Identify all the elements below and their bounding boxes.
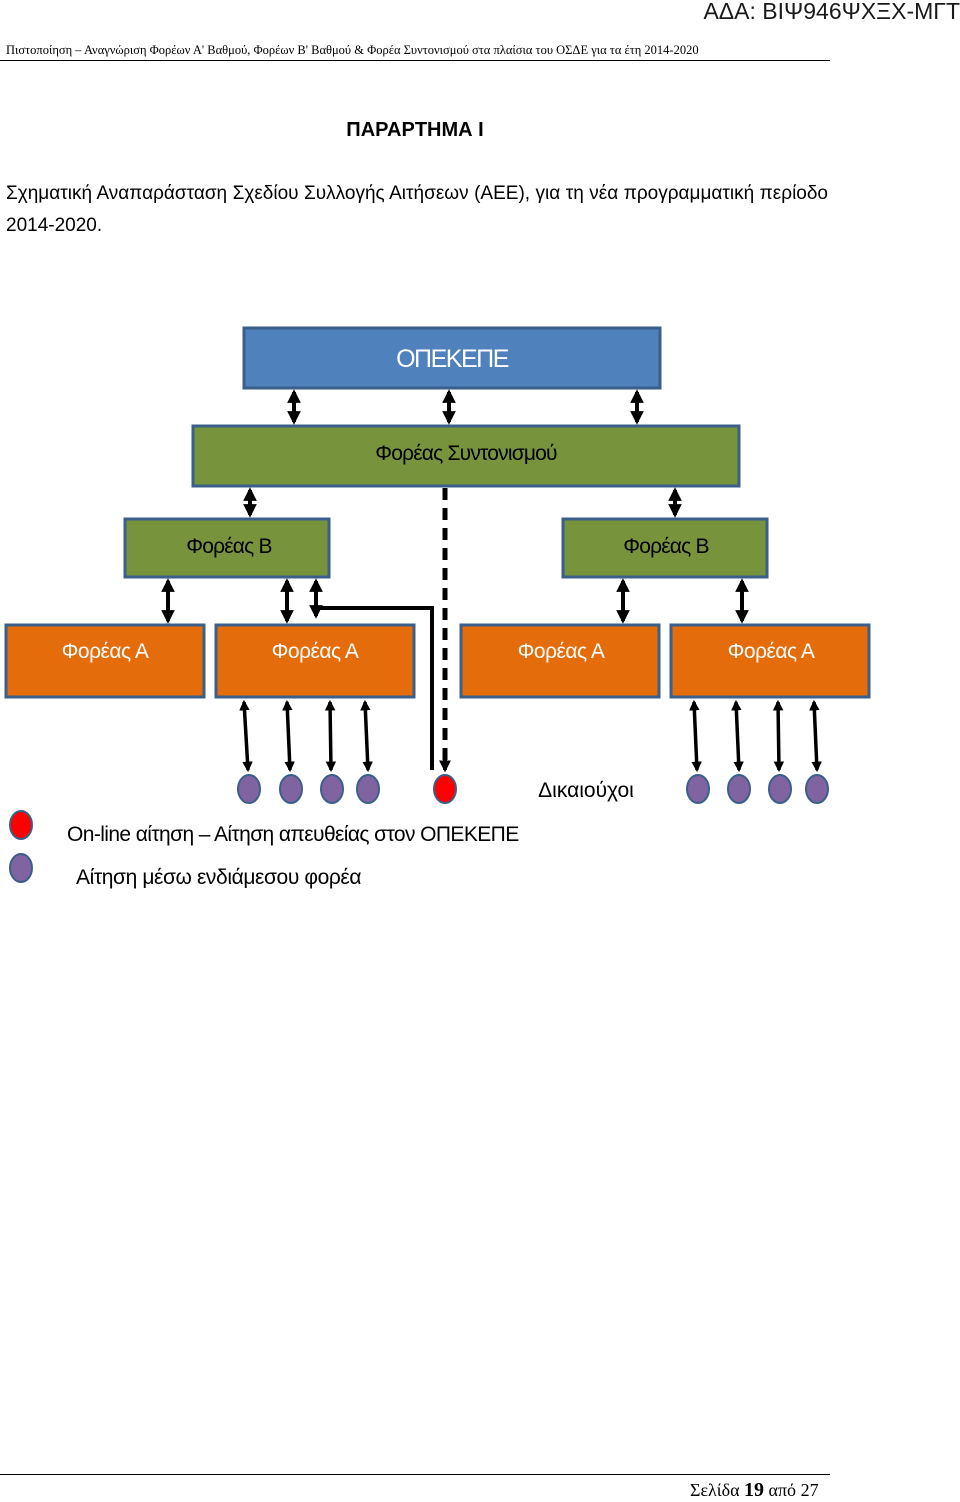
level-a-label-4: Φορέας Α	[728, 640, 815, 663]
arrow-a-ben-1	[239, 699, 253, 773]
page-number: 19	[744, 1479, 765, 1501]
arrow-a-ben-2	[282, 699, 295, 773]
coordinator-label: Φορέας Συντονισμού	[375, 442, 557, 465]
level-a-box-3	[459, 623, 661, 699]
beneficiary-dot	[686, 774, 710, 804]
beneficiary-dot	[356, 774, 380, 804]
beneficiary-dot-direct	[433, 774, 457, 804]
level-b-box-2	[561, 517, 769, 579]
level-a-box-1	[4, 623, 206, 699]
annex-title: ΠΑΡΑΡΤΗΜΑ Ι	[346, 119, 484, 141]
beneficiary-dot	[320, 774, 344, 804]
level-a-box-4	[669, 623, 871, 699]
arrow-a-ben-8	[809, 699, 822, 773]
level-b-label-2: Φορέας Β	[623, 535, 708, 558]
document-header: Πιστοποίηση – Αναγνώριση Φορέων Α' Βαθμο…	[6, 43, 699, 57]
opekepe-label: ΟΠΕΚΕΠΕ	[396, 345, 509, 373]
level-a-label-2: Φορέας Α	[272, 640, 359, 663]
level-a-box-2	[214, 623, 416, 699]
level-a-label-1: Φορέας Α	[62, 640, 149, 663]
legend-red-label: On-line αίτηση – Αίτηση απευθείας στον Ο…	[67, 823, 519, 846]
beneficiary-dot	[237, 774, 261, 804]
page-total: 27	[800, 1480, 819, 1500]
arrow-a-ben-7	[772, 699, 785, 773]
page-footer: Σελίδα 19 από 27	[690, 1479, 819, 1502]
legend-purple-label: Αίτηση μέσω ενδιάμεσου φορέα	[76, 866, 361, 889]
page-of: από	[768, 1480, 797, 1500]
coordinator-box	[191, 424, 741, 488]
arrow-a-ben-5	[689, 699, 702, 773]
page-prefix: Σελίδα	[690, 1480, 740, 1500]
level-b-label-1: Φορέας Β	[186, 535, 271, 558]
footer-divider	[0, 1474, 830, 1475]
legend-purple-dot	[9, 853, 33, 883]
beneficiary-dot	[805, 774, 829, 804]
legend-red-dot	[9, 810, 33, 840]
beneficiary-dot	[768, 774, 792, 804]
beneficiary-dot	[279, 774, 303, 804]
org-diagram: ΟΠΕΚΕΠΕ Φορέας Συντονισμού Φορέας Β Φορέ…	[4, 326, 871, 889]
elbow-connector	[309, 605, 434, 770]
beneficiaries-label: Δικαιούχοι	[538, 779, 634, 802]
level-b-box-1	[123, 517, 331, 579]
arrow-a-ben-4	[360, 699, 373, 773]
arrow-a-ben-6	[731, 699, 744, 773]
beneficiary-dot	[727, 774, 751, 804]
intro-paragraph: Σχηματική Αναπαράσταση Σχεδίου Συλλογής …	[6, 183, 828, 236]
opekepe-box	[242, 326, 662, 390]
header-divider	[0, 60, 830, 61]
level-a-label-3: Φορέας Α	[518, 640, 605, 663]
ada-code: ΑΔΑ: ΒΙΨ946ΨΧΞΧ-ΜΓΤ	[703, 0, 960, 24]
arrow-a-ben-3	[324, 699, 337, 773]
